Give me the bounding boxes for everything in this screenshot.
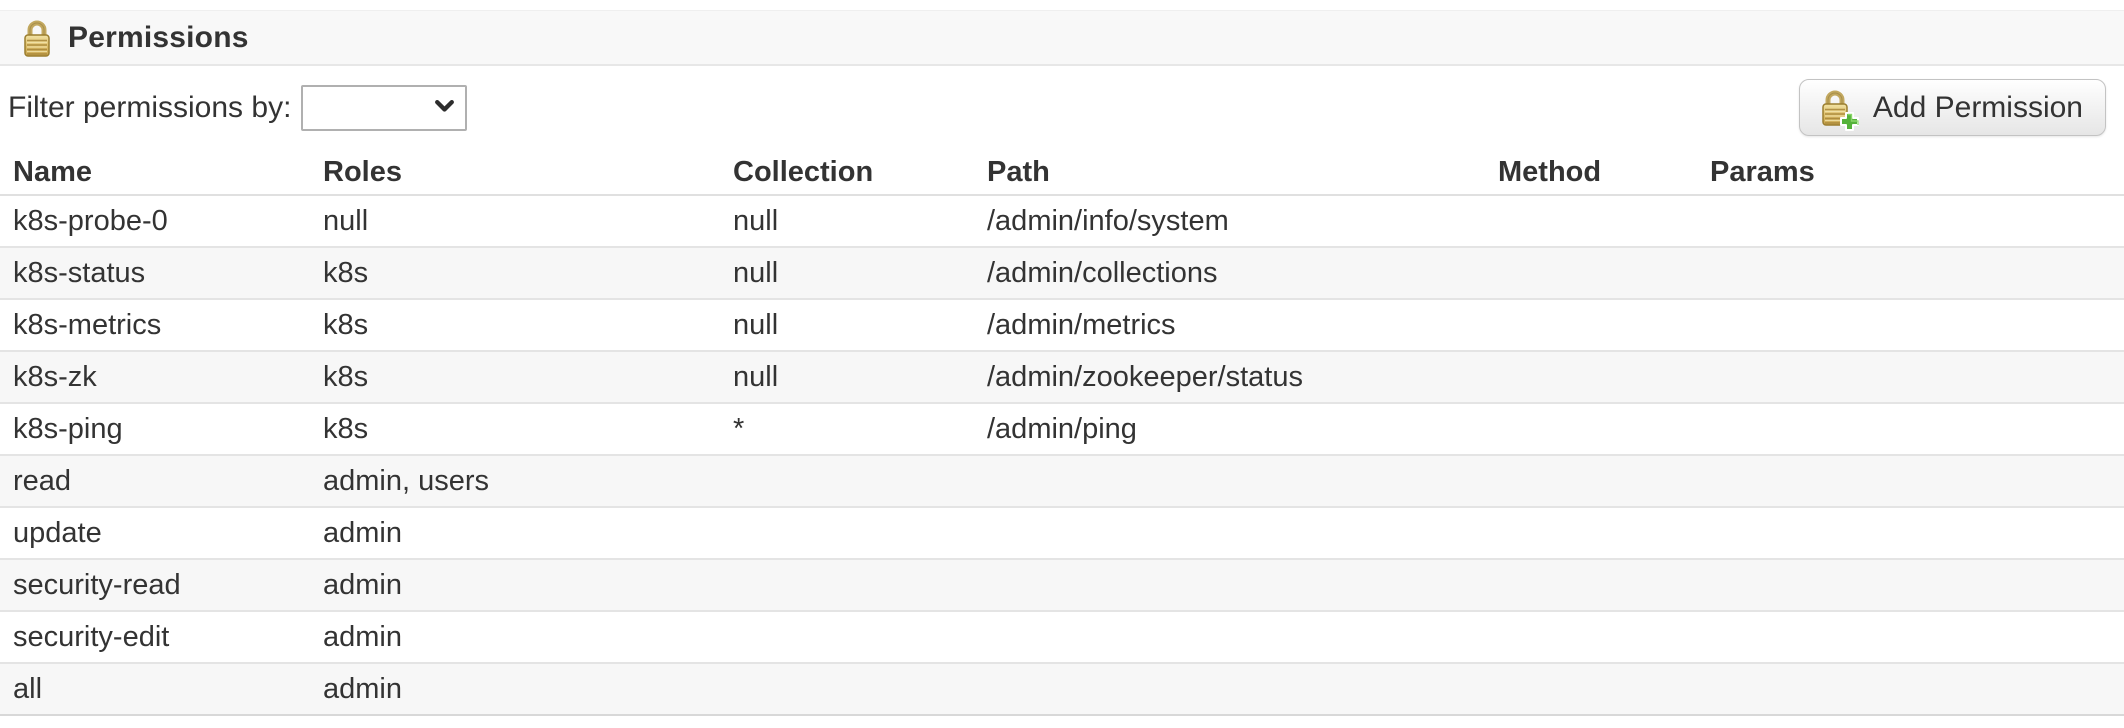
table-row[interactable]: read admin, users [0, 456, 2124, 508]
cell-method [1485, 560, 1697, 612]
cell-method [1485, 404, 1697, 456]
cell-roles: k8s [310, 404, 720, 456]
cell-name: read [0, 456, 310, 508]
cell-name: k8s-status [0, 248, 310, 300]
page-title: Permissions [68, 20, 249, 54]
cell-name: update [0, 508, 310, 560]
cell-collection: null [720, 196, 974, 248]
table-header: Name Roles Collection Path Method Params [0, 150, 2124, 196]
cell-params [1697, 508, 2124, 560]
cell-params [1697, 456, 2124, 508]
cell-params [1697, 664, 2124, 716]
table-row[interactable]: k8s-ping k8s * /admin/ping [0, 404, 2124, 456]
cell-method [1485, 508, 1697, 560]
table-row[interactable]: k8s-metrics k8s null /admin/metrics [0, 300, 2124, 352]
cell-roles: k8s [310, 300, 720, 352]
cell-name: k8s-probe-0 [0, 196, 310, 248]
cell-name: k8s-metrics [0, 300, 310, 352]
cell-collection: null [720, 300, 974, 352]
add-permission-label: Add Permission [1872, 90, 2083, 124]
cell-roles: admin [310, 508, 720, 560]
cell-collection: null [720, 352, 974, 404]
filter-permissions-label: Filter permissions by: [8, 90, 292, 124]
cell-path [974, 560, 1485, 612]
lock-plus-icon [1816, 85, 1860, 131]
cell-collection [720, 560, 974, 612]
cell-path: /admin/collections [974, 248, 1485, 300]
cell-path [974, 612, 1485, 664]
column-header-path: Path [974, 150, 1485, 196]
cell-params [1697, 404, 2124, 456]
cell-roles: admin [310, 560, 720, 612]
cell-collection [720, 612, 974, 664]
cell-params [1697, 560, 2124, 612]
cell-method [1485, 456, 1697, 508]
table-row[interactable]: all admin [0, 664, 2124, 716]
cell-name: security-read [0, 560, 310, 612]
add-permission-button[interactable]: Add Permission [1798, 79, 2106, 136]
cell-path [974, 508, 1485, 560]
table-row[interactable]: k8s-probe-0 null null /admin/info/system [0, 196, 2124, 248]
cell-params [1697, 196, 2124, 248]
cell-name: security-edit [0, 612, 310, 664]
cell-roles: null [310, 196, 720, 248]
cell-path: /admin/zookeeper/status [974, 352, 1485, 404]
cell-collection [720, 664, 974, 716]
column-header-name: Name [0, 150, 310, 196]
cell-method [1485, 248, 1697, 300]
cell-name: k8s-ping [0, 404, 310, 456]
cell-path [974, 664, 1485, 716]
cell-roles: admin, users [310, 456, 720, 508]
cell-roles: admin [310, 612, 720, 664]
permissions-table-body: k8s-probe-0 null null /admin/info/system… [0, 196, 2124, 716]
cell-params [1697, 300, 2124, 352]
cell-collection [720, 508, 974, 560]
column-header-method: Method [1485, 150, 1697, 196]
column-header-params: Params [1697, 150, 2124, 196]
cell-roles: k8s [310, 248, 720, 300]
table-row[interactable]: k8s-zk k8s null /admin/zookeeper/status [0, 352, 2124, 404]
cell-roles: k8s [310, 352, 720, 404]
table-row[interactable]: security-edit admin [0, 612, 2124, 664]
cell-method [1485, 300, 1697, 352]
column-header-collection: Collection [720, 150, 974, 196]
table-row[interactable]: security-read admin [0, 560, 2124, 612]
cell-roles: admin [310, 664, 720, 716]
cell-params [1697, 352, 2124, 404]
cell-path: /admin/ping [974, 404, 1485, 456]
table-row[interactable]: update admin [0, 508, 2124, 560]
cell-params [1697, 612, 2124, 664]
controls-row: Filter permissions by: Add Permission [0, 78, 2124, 137]
cell-method [1485, 664, 1697, 716]
filter-select-wrap [301, 84, 468, 131]
cell-collection [720, 456, 974, 508]
cell-params [1697, 248, 2124, 300]
permissions-panel-header: Permissions [0, 10, 2124, 66]
filter-permissions-select[interactable] [301, 84, 468, 131]
permissions-table: Name Roles Collection Path Method Params… [0, 150, 2124, 716]
cell-path: /admin/metrics [974, 300, 1485, 352]
cell-method [1485, 612, 1697, 664]
cell-collection: * [720, 404, 974, 456]
cell-method [1485, 352, 1697, 404]
cell-path: /admin/info/system [974, 196, 1485, 248]
cell-collection: null [720, 248, 974, 300]
cell-name: all [0, 664, 310, 716]
table-row[interactable]: k8s-status k8s null /admin/collections [0, 248, 2124, 300]
cell-method [1485, 196, 1697, 248]
cell-name: k8s-zk [0, 352, 310, 404]
lock-icon [20, 18, 54, 58]
column-header-roles: Roles [310, 150, 720, 196]
cell-path [974, 456, 1485, 508]
